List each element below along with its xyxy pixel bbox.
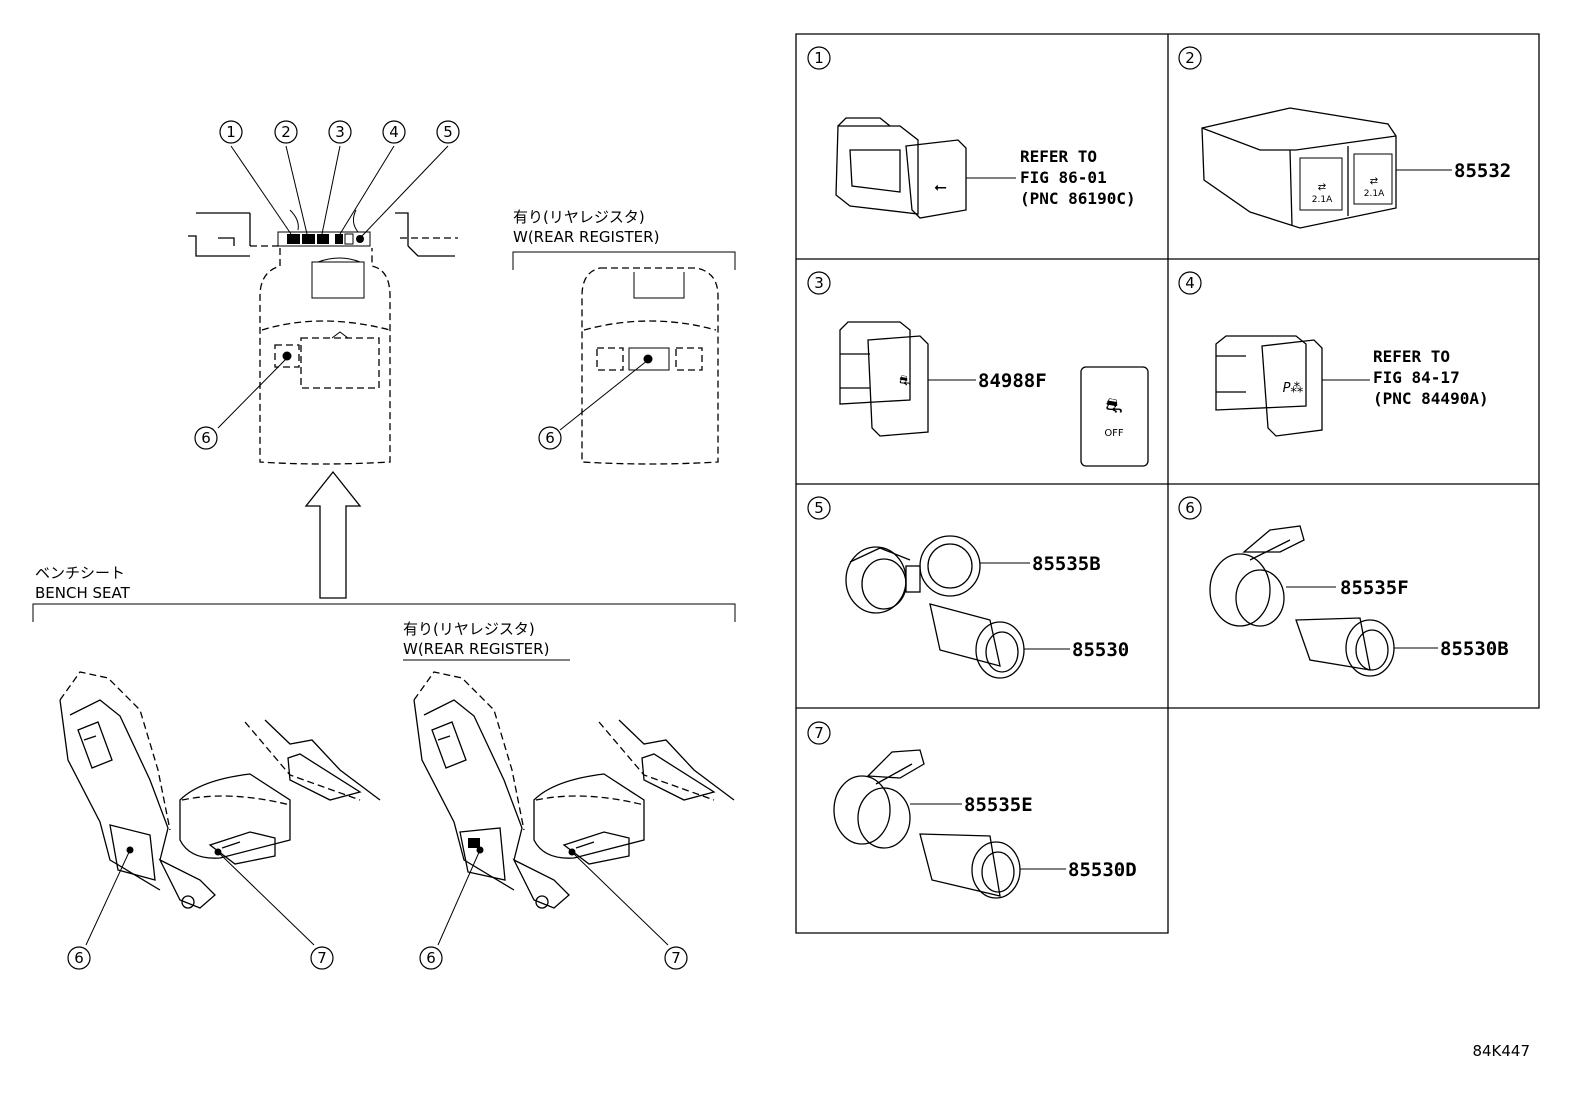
svg-text:(PNC 86190C): (PNC 86190C)	[1020, 189, 1136, 208]
svg-text:4: 4	[389, 123, 399, 141]
svg-text:2.1A: 2.1A	[1364, 189, 1385, 199]
svg-text:85535E: 85535E	[964, 794, 1033, 816]
svg-text:84988F: 84988F	[978, 370, 1047, 392]
callout-5: 5	[436, 120, 460, 144]
callout-6-bench: 6	[67, 946, 91, 970]
callout-6-register: 6	[538, 426, 562, 450]
svg-text:85535B: 85535B	[1032, 553, 1101, 575]
callout-4: 4	[382, 120, 406, 144]
panel-3-index: 3	[807, 271, 831, 295]
svg-text:OFF: OFF	[1104, 428, 1124, 439]
seat-illustration-b: 6 7	[413, 671, 735, 970]
bench-seat-jp-label: ベンチシート	[35, 564, 125, 582]
panel-5-index: 5	[807, 496, 831, 520]
usb-icon: ⇄	[1318, 182, 1326, 193]
svg-text:6: 6	[1185, 499, 1195, 517]
up-arrow	[304, 470, 362, 599]
svg-text:3: 3	[814, 274, 824, 292]
rear-register-variant: 有り(リヤレジスタ) W(REAR REGISTER) 6	[512, 208, 736, 465]
svg-text:6: 6	[201, 429, 211, 447]
panel-1-usb-port: 1 ⭠ REFER TO FIG 86-01 (PNC 86190C)	[807, 46, 1136, 219]
callout-3: 3	[328, 120, 352, 144]
svg-text:(PNC 84490A): (PNC 84490A)	[1373, 389, 1489, 408]
rear-register-en-label: W(REAR REGISTER)	[513, 228, 659, 246]
vsc-icon: ⛐	[899, 373, 911, 389]
panel-2-index: 2	[1178, 46, 1202, 70]
svg-text:FIG 86-01: FIG 86-01	[1020, 168, 1107, 187]
bench-seat-en-label: BENCH SEAT	[35, 584, 131, 602]
seat-illustration-a: 6 7	[59, 671, 381, 970]
svg-text:REFER TO: REFER TO	[1020, 147, 1097, 166]
svg-text:2: 2	[1185, 49, 1195, 67]
svg-text:85530: 85530	[1072, 639, 1129, 661]
callout-6-front: 6	[194, 426, 218, 450]
bench-register-jp-label: 有り(リヤレジスタ)	[403, 620, 535, 638]
svg-text:REFER TO: REFER TO	[1373, 347, 1450, 366]
callout-6-bench-register: 6	[419, 946, 443, 970]
panel-4-pwr-switch: 4 P⁂ REFER TO FIG 84-17 (PNC 84490A)	[1178, 271, 1489, 437]
parts-grid	[795, 33, 1540, 934]
panel-4-index: 4	[1178, 271, 1202, 295]
console-overview: 1 2 3 4 5 6	[188, 120, 460, 465]
power-icon: P⁂	[1283, 381, 1304, 396]
panel-7-socket: 7 85535E 85530D	[807, 721, 1137, 899]
figure-code: 84K447	[1472, 1042, 1530, 1060]
panel-3-vsc-off-switch: 3 ⛐ 84988F ⛐ OFF	[807, 271, 1149, 467]
svg-text:5: 5	[814, 499, 824, 517]
usb-icon: ⇄	[1370, 176, 1378, 187]
svg-text:4: 4	[1185, 274, 1195, 292]
svg-text:7: 7	[814, 724, 824, 742]
svg-text:2: 2	[281, 123, 291, 141]
svg-text:1: 1	[226, 123, 236, 141]
panel-2-usb-charger: 2 ⇄ 2.1A ⇄ 2.1A 85532	[1178, 46, 1511, 229]
svg-text:85532: 85532	[1454, 160, 1511, 182]
callout-7-bench-register: 7	[664, 946, 688, 970]
callout-2: 2	[274, 120, 298, 144]
panel-6-index: 6	[1178, 496, 1202, 520]
svg-text:1: 1	[814, 49, 824, 67]
svg-text:85530B: 85530B	[1440, 638, 1509, 660]
panel-5-socket: 5 85535B 85530	[807, 496, 1129, 679]
bench-register-en-label: W(REAR REGISTER)	[403, 640, 549, 658]
callout-7-bench: 7	[310, 946, 334, 970]
skid-icon: ⛐	[1105, 393, 1122, 417]
svg-text:85535F: 85535F	[1340, 577, 1409, 599]
rear-register-jp-label: 有り(リヤレジスタ)	[513, 208, 645, 226]
panel-6-socket: 6 85535F 85530B	[1178, 496, 1509, 677]
svg-text:7: 7	[317, 949, 327, 967]
svg-text:3: 3	[335, 123, 345, 141]
svg-text:6: 6	[426, 949, 436, 967]
callout-1: 1	[219, 120, 243, 144]
svg-text:85530D: 85530D	[1068, 859, 1137, 881]
usb-icon: ⭠	[934, 177, 947, 196]
svg-text:5: 5	[443, 123, 453, 141]
bench-seat-section: ベンチシート BENCH SEAT 有り(リヤレジスタ) W(REAR REGI…	[32, 564, 736, 970]
svg-text:6: 6	[74, 949, 84, 967]
svg-text:7: 7	[671, 949, 681, 967]
panel-1-index: 1	[807, 46, 831, 70]
svg-text:6: 6	[545, 429, 555, 447]
svg-text:FIG 84-17: FIG 84-17	[1373, 368, 1460, 387]
panel-7-index: 7	[807, 721, 831, 745]
svg-text:2.1A: 2.1A	[1312, 195, 1333, 205]
